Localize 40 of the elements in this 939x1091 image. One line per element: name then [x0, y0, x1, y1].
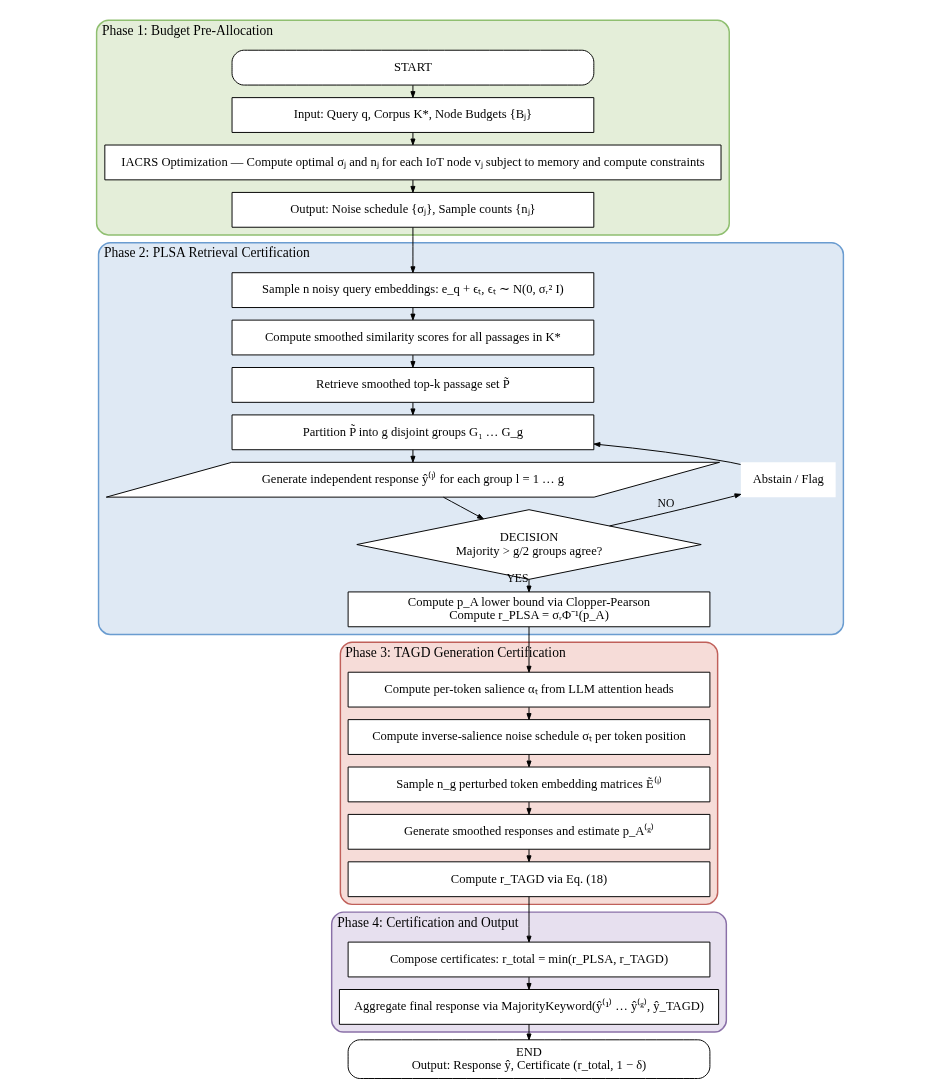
arrow — [593, 442, 741, 465]
arrow — [409, 132, 415, 146]
node-box: Sample n_g perturbed token embedding matrices Ẽ⁽ⁱ⁾ — [347, 766, 710, 803]
arrow — [526, 579, 532, 593]
node-box: Output: Noise schedule {σⱼ}, Sample counts {nⱼ} — [231, 191, 594, 228]
node-box: Partition P̃ into g disjoint groups G₁ … G_g — [231, 414, 594, 451]
arrow — [526, 1023, 532, 1041]
node-box: Input: Query q, Corpus K*, Node Budgets {Bⱼ} — [231, 97, 594, 133]
node-box: Compute smoothed similarity scores for all passages in K* — [231, 319, 594, 356]
node-box: Compute inverse-salience noise schedule σₜ per token position — [347, 719, 710, 755]
arrow — [526, 706, 532, 720]
node-box: END Output: Response ŷ, Certificate (r_total, 1 − δ) — [347, 1039, 710, 1079]
arrow — [409, 354, 415, 368]
node-box: START — [231, 49, 594, 86]
arrow — [526, 801, 532, 815]
edge-label: YES — [505, 572, 528, 586]
edge-label: NO — [657, 497, 674, 511]
arrow — [409, 402, 415, 416]
arrow — [526, 976, 532, 990]
arrow — [526, 849, 532, 863]
arrow — [409, 226, 415, 274]
node-box: Compute per-token salience αₜ from LLM attention heads — [347, 671, 710, 708]
arrow — [409, 307, 415, 321]
arrow — [608, 493, 741, 527]
arrow — [409, 84, 415, 98]
arrow — [526, 626, 532, 673]
node-box: Compute r_TAGD via Eq. (18) — [347, 861, 710, 898]
node-box: Aggregate final response via MajorityKeyword(ŷ⁽¹⁾ … ŷ⁽ᵍ⁾, ŷ_TAGD) — [338, 989, 719, 1025]
node-box: Abstain / Flag — [740, 462, 836, 498]
arrow — [526, 754, 532, 768]
node-box: Compose certificates: r_total = min(r_PLSA, r_TAGD) — [347, 941, 710, 978]
node-box: IACRS Optimization — Compute optimal σⱼ and nⱼ for each IoT node vⱼ subject to memory and compute constraints — [103, 144, 721, 181]
node-box: Compute p_A lower bound via Clopper-Pearson Compute r_PLSA = σᵣΦ⁻¹(p_A) — [347, 591, 710, 628]
arrow — [526, 896, 532, 943]
arrow — [442, 496, 484, 520]
arrow — [409, 179, 415, 193]
node-box: Retrieve smoothed top-k passage set P̃ — [231, 367, 594, 403]
node-box: Sample n noisy query embeddings: e_q + ϵₜ, ϵₜ ∼ N(0, σᵣ² I) — [231, 272, 594, 309]
node-box: Generate smoothed responses and estimate p_A⁽ᵍ⁾ — [347, 813, 710, 850]
arrow — [409, 449, 415, 463]
